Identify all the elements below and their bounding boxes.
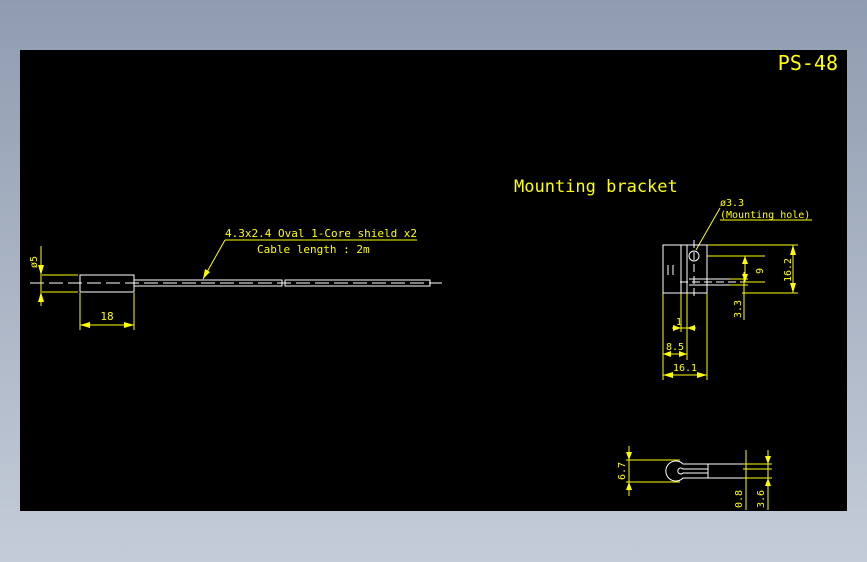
sensor-view: ø5 18 4.3x2.4 Oval 1-Core shield x2 Cabl…	[29, 227, 442, 330]
drawing-title: PS-48	[778, 51, 838, 75]
dim-9-label: 9	[755, 268, 766, 274]
mounting-hole	[688, 250, 700, 262]
leader-arrow	[203, 269, 210, 279]
dim-arrow	[626, 482, 632, 490]
dim-arrow	[679, 351, 687, 357]
dim-arrow	[626, 452, 632, 460]
side-view: 6.7 0.8 3.6	[617, 446, 772, 510]
clip-inner	[677, 467, 708, 475]
dim-arrow	[790, 283, 796, 293]
leader-line	[695, 207, 721, 251]
dim-16-2-label: 16.2	[783, 258, 794, 282]
dim-16-1-label: 16.1	[673, 363, 697, 374]
dim-arrow	[742, 256, 748, 264]
dim-arrow	[673, 325, 681, 331]
dim-arrow	[790, 245, 796, 255]
cable-note-line2: Cable length : 2m	[257, 243, 370, 256]
dim-3-3-label: 3.3	[733, 300, 744, 318]
dim-arrow	[38, 265, 44, 275]
cable-note-line1: 4.3x2.4 Oval 1-Core shield x2	[225, 227, 417, 240]
dim-8-5-label: 8.5	[666, 342, 684, 353]
dim-0-8-label: 0.8	[734, 490, 745, 508]
bracket-outline	[662, 244, 708, 294]
dim-3-6-label: 3.6	[756, 490, 767, 508]
dim-6-7-label: 6.7	[617, 462, 628, 480]
bracket-heading: Mounting bracket	[514, 177, 678, 197]
drawing-canvas: PS-48 ø5 18 4.3x2.4 Oval 1-Core shield x…	[20, 50, 847, 511]
dim-arrow	[742, 274, 748, 282]
cad-drawing: PS-48 ø5 18 4.3x2.4 Oval 1-Core shield x…	[29, 51, 838, 510]
dim-arrow	[124, 322, 134, 328]
bracket-view: Mounting bracket ø3.3 (Mounting hole) 9 …	[514, 177, 812, 380]
dim-arrow	[663, 351, 671, 357]
dim-arrow	[697, 372, 707, 378]
dim-arrow	[38, 292, 44, 302]
dim-arrow	[80, 322, 90, 328]
diameter-label: ø5	[29, 256, 40, 268]
dim-arrow	[765, 456, 771, 464]
dim-1-label: 1	[676, 317, 682, 328]
clip-outline	[665, 460, 743, 482]
dim-arrow	[765, 478, 771, 486]
dim-arrow	[687, 325, 695, 331]
hole-label: ø3.3	[720, 198, 744, 209]
length-label: 18	[100, 310, 113, 323]
dim-arrow	[663, 372, 673, 378]
hole-note: (Mounting hole)	[720, 210, 810, 221]
